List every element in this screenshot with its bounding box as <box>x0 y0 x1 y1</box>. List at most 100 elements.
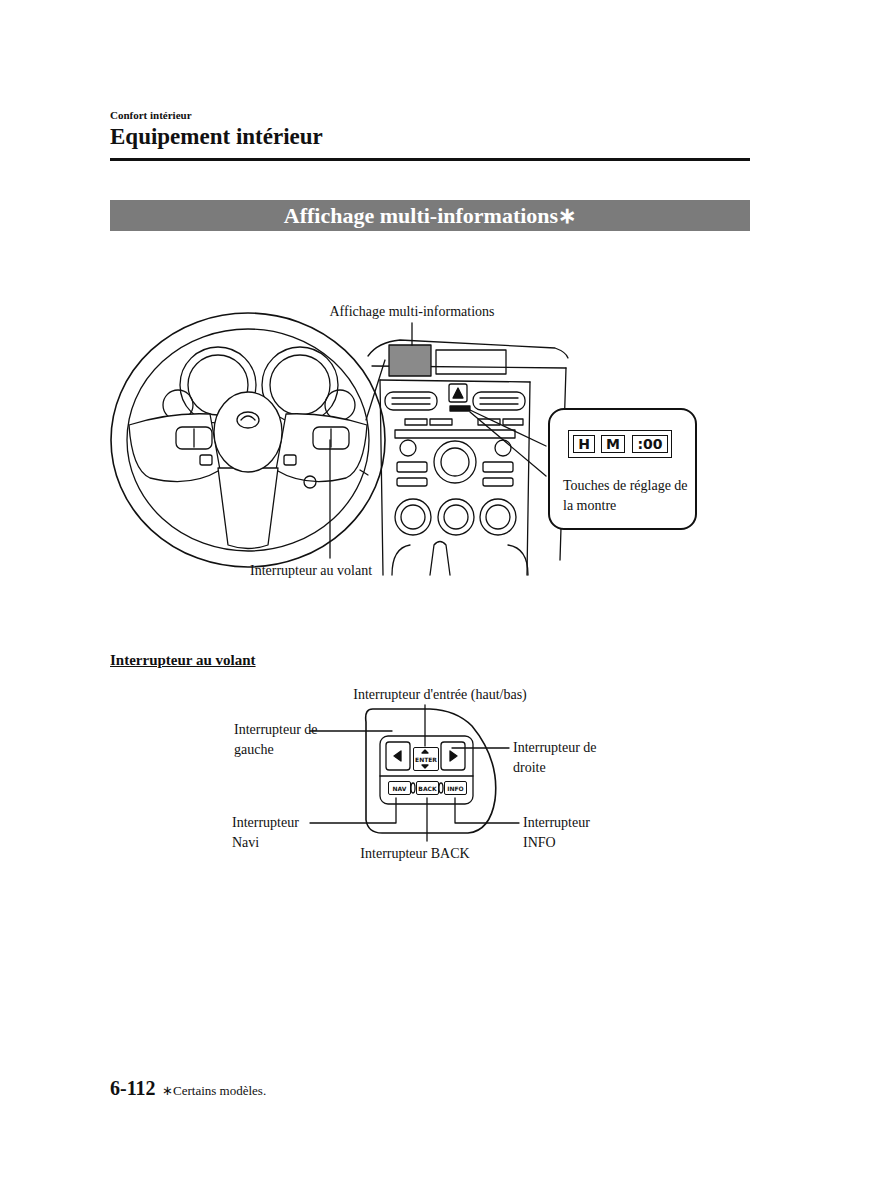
part-name: Interrupteur au volant <box>236 561 386 581</box>
switch-panel <box>386 742 410 770</box>
dashboard <box>483 462 513 472</box>
dashboard <box>438 499 474 535</box>
part-name: Interrupteur BACK <box>340 844 490 864</box>
callout-leader <box>470 410 546 446</box>
leader-line <box>452 747 509 748</box>
leader-line <box>310 705 519 841</box>
dashboard <box>436 350 506 374</box>
steering-wheel <box>111 313 385 567</box>
dashboard <box>434 441 476 483</box>
part-name: Interrupteur de droite <box>513 738 617 778</box>
switch-panel <box>422 750 428 753</box>
steering-wheel <box>214 392 282 472</box>
steering-wheel <box>325 390 355 420</box>
switch-panel <box>422 765 428 768</box>
dashboard <box>453 388 463 398</box>
footnote: ∗Certains modèles. <box>162 1082 266 1100</box>
part-name: Interrupteur Navi <box>232 813 316 853</box>
steering-wheel <box>200 455 212 465</box>
dashboard <box>401 505 425 529</box>
dashboard <box>444 505 468 529</box>
subsection-heading: Interrupteur au volant <box>110 650 256 670</box>
dashboard <box>449 384 467 402</box>
switch-panel <box>366 709 496 833</box>
dashboard <box>400 440 416 456</box>
dashboard <box>430 542 450 576</box>
button-text: :00 <box>637 436 662 452</box>
dashboard <box>441 448 469 476</box>
button-text: BACK <box>418 785 436 792</box>
dashboard <box>360 470 368 475</box>
dashboard <box>405 419 427 425</box>
callout-text: Touches de réglage de la montre <box>563 476 691 516</box>
switch-button: ENTER <box>413 747 439 771</box>
steering-wheel <box>241 416 255 420</box>
switch-button: NAV <box>388 781 411 795</box>
button-text: NAV <box>393 785 407 792</box>
switch-panel <box>366 709 496 833</box>
steering-wheel <box>276 414 367 482</box>
leader-line <box>455 798 519 823</box>
callout-leader <box>470 412 546 476</box>
dashboard <box>450 406 470 411</box>
dashboard <box>392 397 430 398</box>
leader-line <box>329 440 330 558</box>
page-number: 6-112 <box>110 1075 156 1101</box>
dashboard <box>360 340 568 575</box>
switch-panel <box>411 783 415 793</box>
button-text: M <box>606 436 620 452</box>
leader-line <box>411 323 412 345</box>
dashboard <box>385 392 437 410</box>
section-name: Confort intérieur <box>110 108 192 122</box>
callout-box: Touches de réglage de la montre HM :00 <box>548 408 697 530</box>
dashboard <box>486 505 510 529</box>
dashboard <box>495 440 511 456</box>
switch-panel <box>380 775 473 776</box>
dashboard <box>395 499 431 535</box>
dashboard <box>380 380 530 382</box>
button-text: ENTER <box>415 756 437 763</box>
steering-wheel <box>270 355 330 415</box>
section-band: Affichage multi-informations∗ <box>110 200 750 231</box>
steering-wheel <box>218 468 278 549</box>
callout-leader <box>470 410 546 476</box>
switch-panel <box>441 742 465 770</box>
clock-button: M <box>601 435 625 453</box>
dashboard <box>527 382 530 575</box>
steering-wheel <box>313 427 349 449</box>
switch-panel <box>380 736 473 804</box>
part-name: Interrupteur d'entrée (haut/bas) <box>320 685 560 705</box>
dashboard <box>480 499 516 535</box>
dashboard <box>473 392 525 410</box>
switch-button: BACK <box>416 781 439 795</box>
header-rule <box>110 158 750 161</box>
dashboard <box>380 380 383 575</box>
switch-panel <box>450 751 457 761</box>
switch-button: INFO <box>444 781 467 795</box>
steering-wheel <box>176 427 212 449</box>
leader-line <box>310 730 392 731</box>
steering-wheel <box>237 412 259 428</box>
dashboard <box>430 419 452 425</box>
steering-wheel <box>129 414 220 482</box>
dashboard <box>480 397 518 398</box>
steering-wheel <box>127 329 369 551</box>
button-text: H <box>578 436 590 452</box>
switch-panel <box>439 783 443 793</box>
part-name: Affichage multi-informations <box>312 302 512 322</box>
dashboard <box>503 419 523 425</box>
dashboard <box>366 360 566 560</box>
button-text: Affichage multi-informations∗ <box>284 203 576 229</box>
leader-line <box>310 798 396 823</box>
dashboard <box>397 478 427 486</box>
page-title: Equipement intérieur <box>110 123 323 151</box>
part-name: Interrupteur de gauche <box>234 720 318 760</box>
clock-button: H <box>573 435 595 453</box>
dashboard <box>480 403 518 404</box>
steering-wheel <box>111 313 385 567</box>
dashboard <box>397 462 427 472</box>
dashboard <box>389 345 431 376</box>
leader-line <box>426 798 427 841</box>
